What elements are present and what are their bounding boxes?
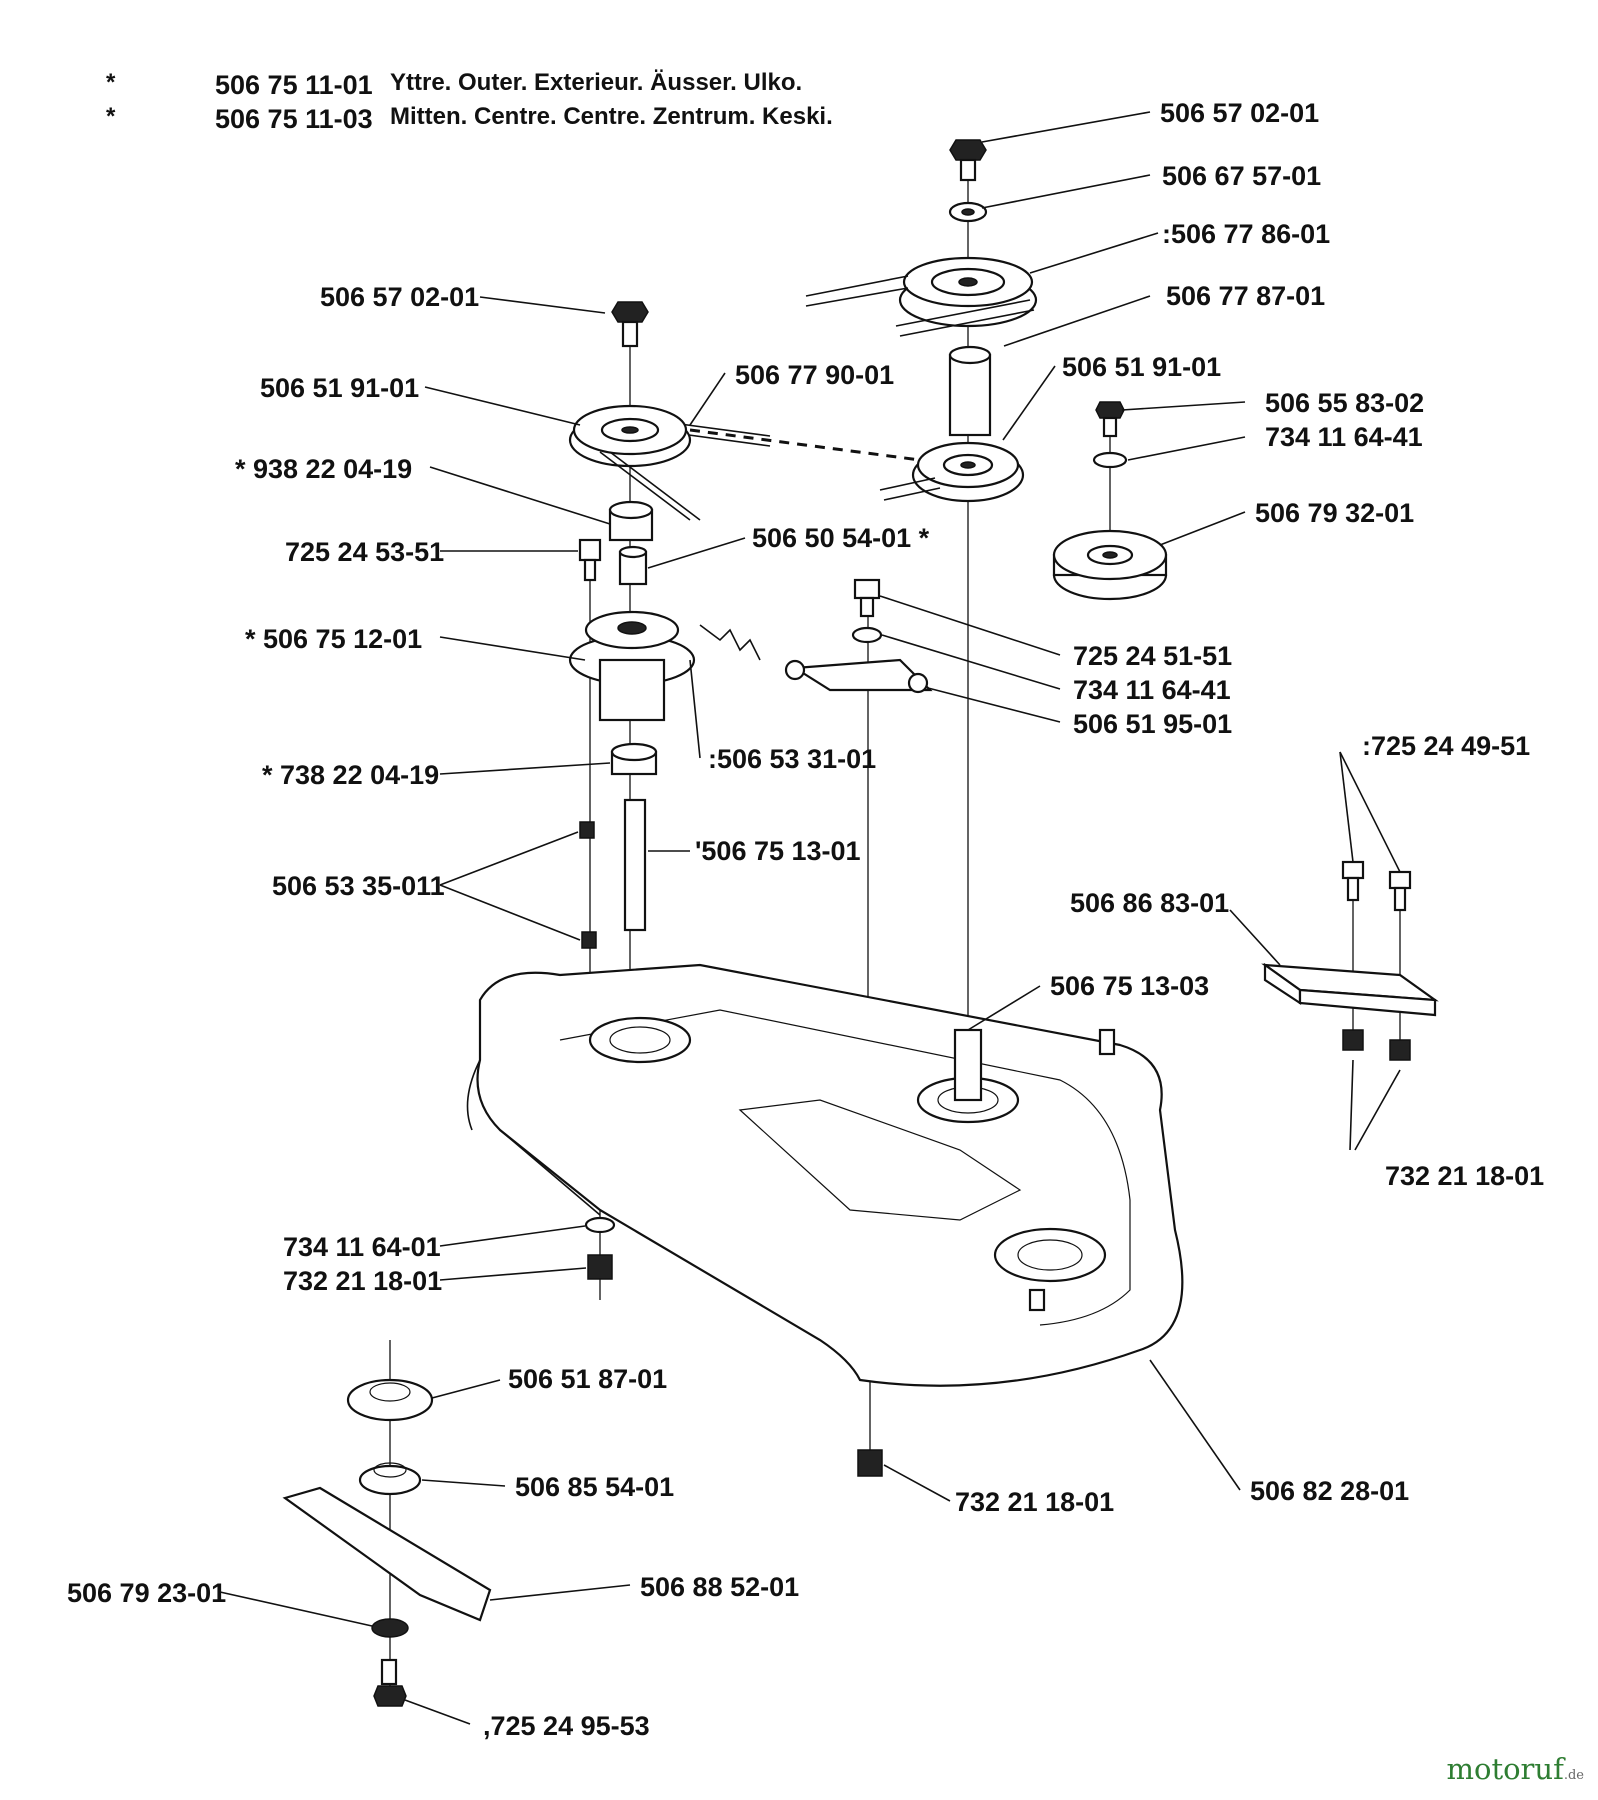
label-blade-adapter[interactable]: 506 51 87-01 bbox=[508, 1364, 667, 1394]
bolt-small-left-part bbox=[578, 538, 602, 582]
label-spring[interactable]: :506 53 31-01 bbox=[708, 744, 876, 774]
label-washer-deck[interactable]: 734 11 64-01 bbox=[283, 1232, 441, 1262]
label-housing[interactable]: * 506 75 12-01 bbox=[245, 624, 422, 654]
label-pulley-left[interactable]: 506 51 91-01 bbox=[260, 373, 419, 403]
label-pulley-top-double[interactable]: :506 77 86-01 bbox=[1162, 219, 1330, 249]
watermark-logo: motoruf.de bbox=[1446, 1752, 1584, 1786]
label-nut-bottom[interactable]: 732 21 18-01 bbox=[955, 1487, 1114, 1517]
watermark-suffix: .de bbox=[1563, 1768, 1584, 1783]
legend-text-2: Mitten. Centre. Centre. Zentrum. Keski. bbox=[390, 103, 833, 130]
idler-arm-part bbox=[784, 658, 933, 694]
label-washer-bracket[interactable]: 734 11 64-41 bbox=[1073, 675, 1231, 705]
label-bolt-blade[interactable]: ,725 24 95-53 bbox=[483, 1711, 650, 1741]
legend-part-1[interactable]: 506 75 11-01 bbox=[215, 70, 373, 100]
blade-part bbox=[282, 1486, 492, 1622]
label-bolt-bracket[interactable]: 725 24 51-51 bbox=[1073, 641, 1232, 671]
washer-bracket-part bbox=[851, 626, 883, 644]
bracket-right-part bbox=[1261, 962, 1439, 1017]
label-pulley-idler[interactable]: 506 79 32-01 bbox=[1255, 498, 1414, 528]
pulley-center-part bbox=[879, 441, 1025, 503]
label-blade[interactable]: 506 88 52-01 bbox=[640, 1572, 799, 1602]
part-labels: 506 57 02-01 506 67 57-01 :506 77 86-01 … bbox=[67, 98, 1544, 1741]
blade-adapter-part bbox=[346, 1378, 434, 1422]
label-nut-bracket[interactable]: 732 21 18-01 bbox=[1385, 1161, 1544, 1191]
label-spacer-left[interactable]: 506 50 54-01 * bbox=[752, 523, 930, 553]
label-key[interactable]: 506 53 35-011 bbox=[272, 871, 445, 901]
bolt-top-right-part bbox=[949, 139, 987, 182]
bolt-bracket-part bbox=[853, 578, 881, 618]
label-bolt-left[interactable]: 506 57 02-01 bbox=[320, 282, 479, 312]
label-bolt-small-left[interactable]: 725 24 53-51 bbox=[285, 537, 444, 567]
label-washer-blade[interactable]: 506 79 23-01 bbox=[67, 1578, 226, 1608]
shaft-part bbox=[623, 798, 647, 932]
nut-bottom-part bbox=[857, 1449, 883, 1477]
label-bracket-right[interactable]: 506 86 83-01 bbox=[1070, 888, 1229, 918]
pulley-left-part bbox=[568, 404, 701, 521]
bearing-lower-part bbox=[610, 742, 658, 776]
label-belt-top[interactable]: 506 77 87-01 bbox=[1166, 281, 1325, 311]
label-shaft-center[interactable]: 506 75 13-03 bbox=[1050, 971, 1209, 1001]
label-hub[interactable]: 506 85 54-01 bbox=[515, 1472, 674, 1502]
label-pulley-center[interactable]: 506 51 91-01 bbox=[1062, 352, 1221, 382]
deck-part bbox=[466, 963, 1184, 1387]
legend: * 506 75 11-01 Yttre. Outer. Exterieur. … bbox=[106, 69, 833, 134]
key-part bbox=[579, 821, 597, 949]
label-nut-deck[interactable]: 732 21 18-01 bbox=[283, 1266, 442, 1296]
legend-text-1: Yttre. Outer. Exterieur. Äusser. Ulko. bbox=[390, 69, 802, 96]
hub-part bbox=[358, 1462, 422, 1496]
label-bearing-lower[interactable]: * 738 22 04-19 bbox=[262, 760, 439, 790]
pulley-idler-part bbox=[1052, 529, 1168, 601]
legend-marker-2: * bbox=[106, 103, 116, 130]
label-bearing-upper[interactable]: * 938 22 04-19 bbox=[235, 454, 412, 484]
spring-part bbox=[699, 624, 761, 661]
nut-deck-part bbox=[587, 1254, 613, 1280]
pulley-top-double-part bbox=[805, 256, 1038, 337]
label-deck[interactable]: 506 82 28-01 bbox=[1250, 1476, 1409, 1506]
nut-bracket-part bbox=[1342, 1029, 1411, 1151]
watermark-text: motoruf bbox=[1446, 1752, 1564, 1786]
washer-deck-part bbox=[584, 1216, 616, 1234]
leader-lines bbox=[219, 111, 1401, 1725]
label-shaft[interactable]: '506 75 13-01 bbox=[695, 836, 861, 866]
label-washer-top-right[interactable]: 506 67 57-01 bbox=[1162, 161, 1321, 191]
label-washer-idler[interactable]: 734 11 64-41 bbox=[1265, 422, 1423, 452]
bolt-idler-part bbox=[1095, 401, 1125, 438]
spacer-top-part bbox=[948, 345, 992, 437]
bolt-left-part bbox=[611, 301, 649, 348]
spacer-left-part bbox=[618, 545, 648, 586]
washer-idler-part bbox=[1092, 451, 1128, 469]
label-bolt-idler[interactable]: 506 55 83-02 bbox=[1265, 388, 1424, 418]
legend-part-2[interactable]: 506 75 11-03 bbox=[215, 104, 373, 134]
label-bolt-bracket-right[interactable]: :725 24 49-51 bbox=[1362, 731, 1530, 761]
bearing-upper-part bbox=[608, 500, 654, 542]
housing-part bbox=[568, 610, 696, 722]
legend-marker-1: * bbox=[106, 69, 116, 96]
washer-blade-part bbox=[371, 1618, 409, 1638]
label-bolt-top-right[interactable]: 506 57 02-01 bbox=[1160, 98, 1319, 128]
washer-top-right-part bbox=[948, 201, 988, 223]
bolt-bracket-right-part bbox=[1341, 860, 1412, 912]
bolt-blade-part bbox=[373, 1658, 407, 1707]
label-belt-main[interactable]: 506 77 90-01 bbox=[735, 360, 894, 390]
label-idler-arm[interactable]: 506 51 95-01 bbox=[1073, 709, 1232, 739]
